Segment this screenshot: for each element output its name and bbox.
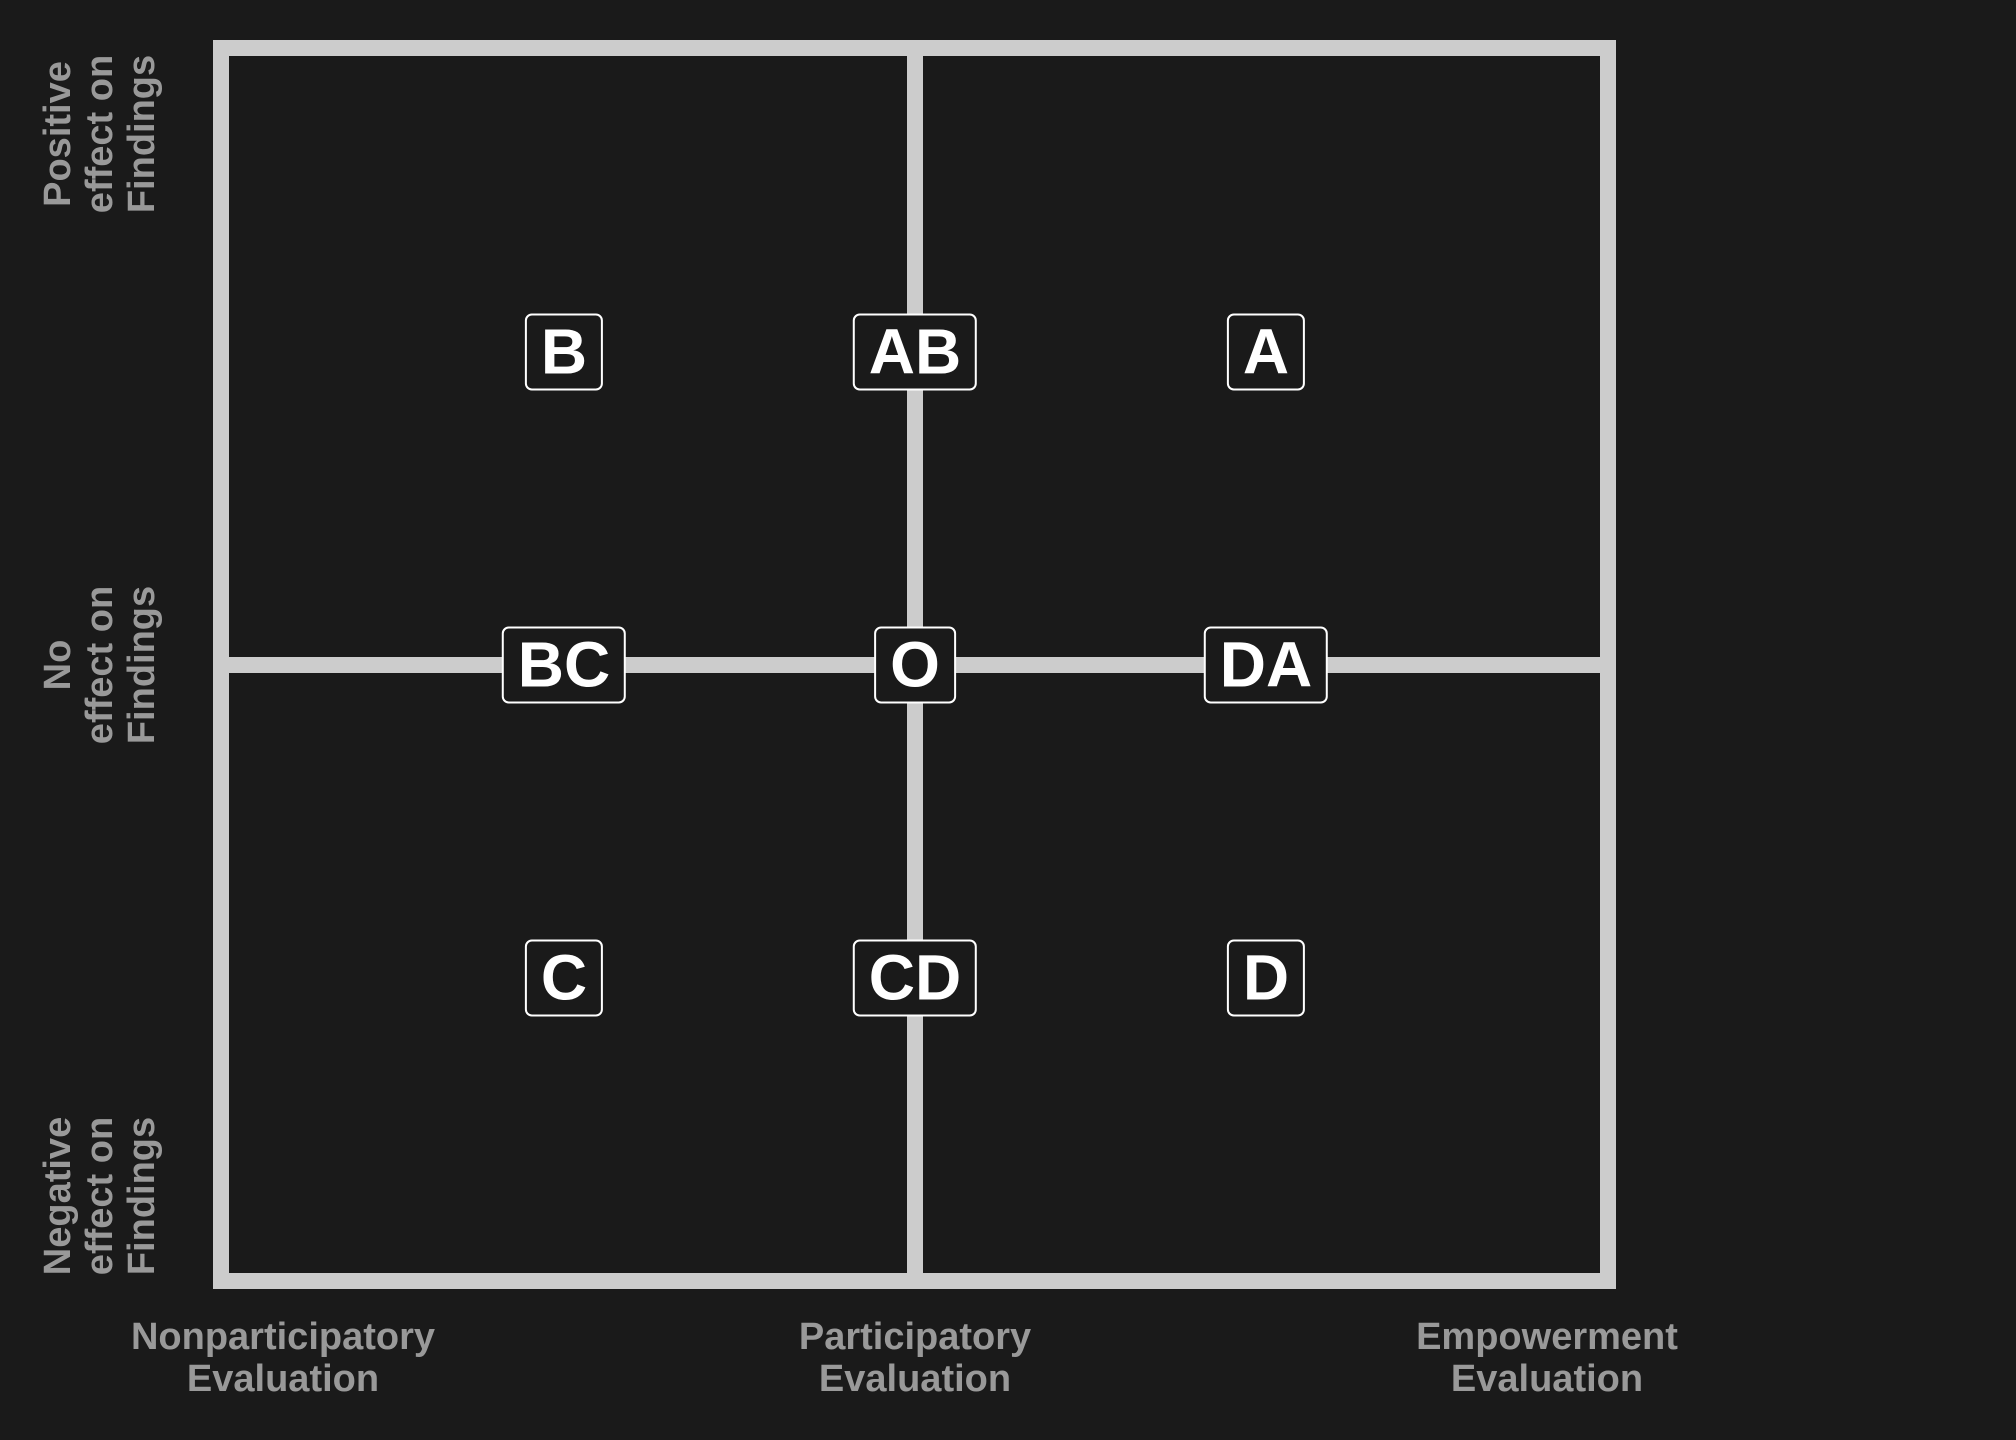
- node-a: A: [1226, 313, 1306, 391]
- y-label-negative-line1: Negative: [37, 1116, 79, 1276]
- node-b: B: [524, 313, 604, 391]
- node-cd: CD: [852, 939, 978, 1017]
- x-label-participatory-line1: Participatory: [798, 1316, 1032, 1358]
- y-label-none-line2: effect on: [79, 585, 121, 745]
- node-c: C: [524, 939, 604, 1017]
- node-ab: AB: [852, 313, 978, 391]
- x-label-empowerment-line1: Empowerment: [1416, 1316, 1678, 1358]
- y-label-positive-line1: Positive: [37, 61, 79, 207]
- y-label-negative-line3: Findings: [121, 1116, 163, 1276]
- y-label-negative-line2: effect on: [79, 1116, 121, 1276]
- x-label-nonparticipatory-line2: Evaluation: [186, 1358, 380, 1400]
- y-label-positive-line2: effect on: [79, 54, 121, 214]
- node-bc: BC: [501, 626, 627, 704]
- x-label-empowerment: Empowerment Evaluation: [1337, 1316, 1757, 1400]
- node-d: D: [1226, 939, 1306, 1017]
- x-label-empowerment-line2: Evaluation: [1450, 1358, 1644, 1400]
- y-label-none-line1: No: [37, 639, 79, 691]
- x-label-participatory: Participatory Evaluation: [705, 1316, 1125, 1400]
- x-label-nonparticipatory-line1: Nonparticipatory: [130, 1316, 436, 1358]
- node-o: O: [874, 626, 956, 704]
- y-label-positive-line3: Findings: [121, 54, 163, 214]
- node-da: DA: [1203, 626, 1329, 704]
- x-label-nonparticipatory: Nonparticipatory Evaluation: [73, 1316, 493, 1400]
- y-label-negative: Negative effect on Findings: [37, 1086, 163, 1306]
- y-label-positive: Positive effect on Findings: [37, 24, 163, 244]
- y-label-none-line3: Findings: [121, 585, 163, 745]
- x-label-participatory-line2: Evaluation: [818, 1358, 1012, 1400]
- y-label-none: No effect on Findings: [37, 555, 163, 775]
